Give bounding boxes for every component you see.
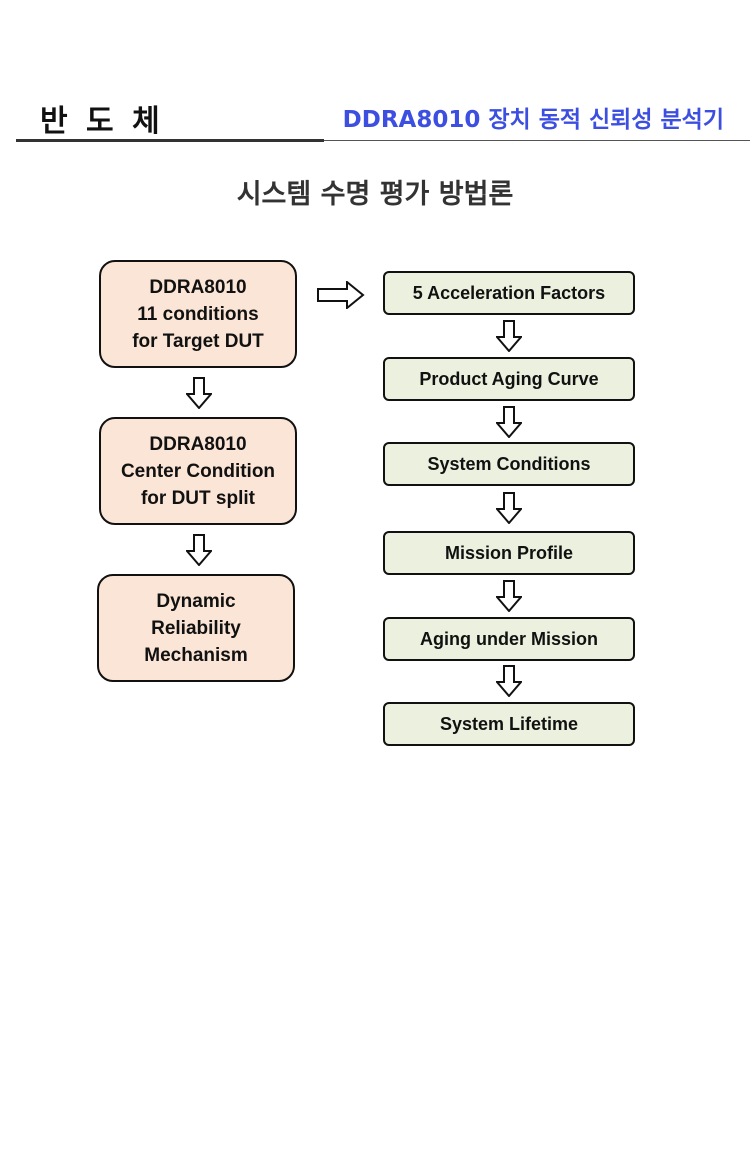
left-box-line: for Target DUT bbox=[132, 330, 264, 352]
right-box-acceleration-factors: 5 Acceleration Factors bbox=[383, 271, 635, 315]
header-rule-thin bbox=[324, 140, 750, 141]
left-box-target-dut: DDRA8010 11 conditions for Target DUT bbox=[99, 260, 297, 368]
right-box-mission-profile: Mission Profile bbox=[383, 531, 635, 575]
down-arrow-icon bbox=[496, 580, 522, 612]
header-product-title: DDRA8010 장치 동적 신뢰성 분석기 bbox=[342, 107, 724, 133]
right-arrow-icon bbox=[317, 281, 365, 309]
left-box-line: for DUT split bbox=[140, 487, 255, 509]
left-box-line: 11 conditions bbox=[137, 303, 259, 325]
left-box-line: Mechanism bbox=[144, 644, 248, 666]
down-arrow-icon bbox=[186, 534, 212, 566]
header-rule-thick bbox=[16, 139, 324, 142]
right-box-aging-under-mission: Aging under Mission bbox=[383, 617, 635, 661]
left-box-line: Dynamic bbox=[156, 590, 236, 612]
down-arrow-icon bbox=[496, 320, 522, 352]
right-box-aging-curve: Product Aging Curve bbox=[383, 357, 635, 401]
left-box-dynamic-mechanism: Dynamic Reliability Mechanism bbox=[97, 574, 295, 682]
left-box-line: DDRA8010 bbox=[149, 276, 247, 298]
page-title: 시스템 수명 평가 방법론 bbox=[236, 179, 514, 210]
left-box-center-condition: DDRA8010 Center Condition for DUT split bbox=[99, 417, 297, 525]
right-box-system-conditions: System Conditions bbox=[383, 442, 635, 486]
down-arrow-icon bbox=[496, 406, 522, 438]
down-arrow-icon bbox=[186, 377, 212, 409]
header-category: 반 도 체 bbox=[40, 104, 164, 139]
left-box-line: Center Condition bbox=[120, 460, 276, 482]
down-arrow-icon bbox=[496, 492, 522, 524]
left-box-line: DDRA8010 bbox=[149, 433, 247, 455]
down-arrow-icon bbox=[496, 665, 522, 697]
left-box-line: Reliability bbox=[151, 617, 241, 639]
right-box-system-lifetime: System Lifetime bbox=[383, 702, 635, 746]
